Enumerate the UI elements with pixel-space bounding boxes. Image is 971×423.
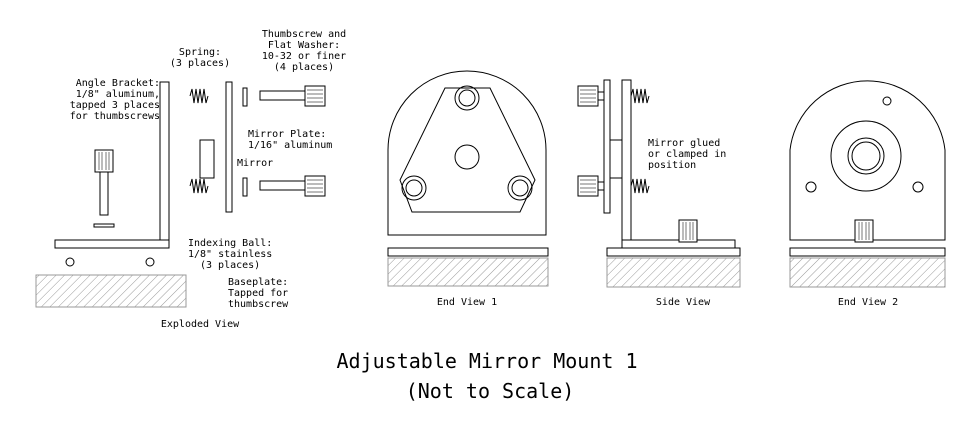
svg-text:Flat Washer:: Flat Washer: (268, 40, 340, 51)
svg-text:(3 places): (3 places) (170, 58, 230, 69)
mirror-icon (199, 139, 215, 179)
thumbscrew-label: Thumbscrew and Flat Washer: 10-32 or fin… (262, 29, 346, 73)
side-view (577, 79, 741, 288)
svg-text:(4 places): (4 places) (274, 62, 334, 73)
svg-text:Mirror glued: Mirror glued (648, 138, 720, 149)
svg-text:Indexing Ball:: Indexing Ball: (188, 238, 272, 249)
diagram-title: Adjustable Mirror Mount 1 (336, 349, 637, 373)
svg-text:Angle Bracket:: Angle Bracket: (76, 78, 160, 89)
mirror-label: Mirror (237, 158, 273, 169)
end-view-2 (789, 80, 946, 288)
baseplate-label: Baseplate: Tapped for thumbscrew (228, 277, 289, 310)
svg-text:position: position (648, 160, 696, 171)
svg-text:or clamped in: or clamped in (648, 149, 726, 160)
end-view-1 (387, 70, 549, 287)
angle-bracket-base (54, 239, 170, 249)
svg-text:for thumbscrews: for thumbscrews (70, 111, 160, 122)
thumbscrew-icon (94, 149, 114, 173)
mirror-plate (225, 81, 233, 213)
indexing-ball-icon (145, 257, 155, 267)
svg-text:10-32 or finer: 10-32 or finer (262, 51, 346, 62)
spring-icon (189, 88, 209, 104)
diagram-subtitle: (Not to Scale) (406, 379, 575, 403)
spring-icon (189, 178, 209, 194)
svg-text:thumbscrew: thumbscrew (228, 299, 289, 310)
side-view-label: Side View (656, 297, 711, 308)
indexing-ball-icon (65, 257, 75, 267)
washer-icon (93, 223, 115, 228)
exploded-view (35, 81, 326, 308)
svg-text:Baseplate:: Baseplate: (228, 277, 288, 288)
indexing-ball-label: Indexing Ball: 1/8" stainless (3 places) (188, 238, 272, 271)
angle-bracket-label: Angle Bracket: 1/8" aluminum, tapped 3 p… (70, 78, 160, 122)
end-view-2-label: End View 2 (838, 297, 898, 308)
end-view-1-label: End View 1 (437, 297, 497, 308)
baseplate-hatch (35, 274, 187, 308)
svg-text:Spring:: Spring: (179, 47, 221, 58)
svg-text:1/8" aluminum,: 1/8" aluminum, (76, 89, 160, 100)
svg-text:1/8" stainless: 1/8" stainless (188, 249, 272, 260)
spring-label: Spring: (3 places) (170, 47, 230, 69)
exploded-view-label: Exploded View (161, 319, 240, 330)
svg-text:Mirror Plate:: Mirror Plate: (248, 129, 326, 140)
mirror-glued-label: Mirror glued or clamped in position (648, 138, 726, 171)
mirror-plate-label: Mirror Plate: 1/16" aluminum (248, 129, 332, 151)
angle-bracket-vertical (159, 81, 170, 249)
svg-text:Thumbscrew and: Thumbscrew and (262, 29, 346, 40)
svg-text:tapped 3 places: tapped 3 places (70, 100, 160, 111)
svg-text:Tapped for: Tapped for (228, 288, 288, 299)
svg-text:(3 places): (3 places) (200, 260, 260, 271)
svg-text:1/16" aluminum: 1/16" aluminum (248, 140, 332, 151)
